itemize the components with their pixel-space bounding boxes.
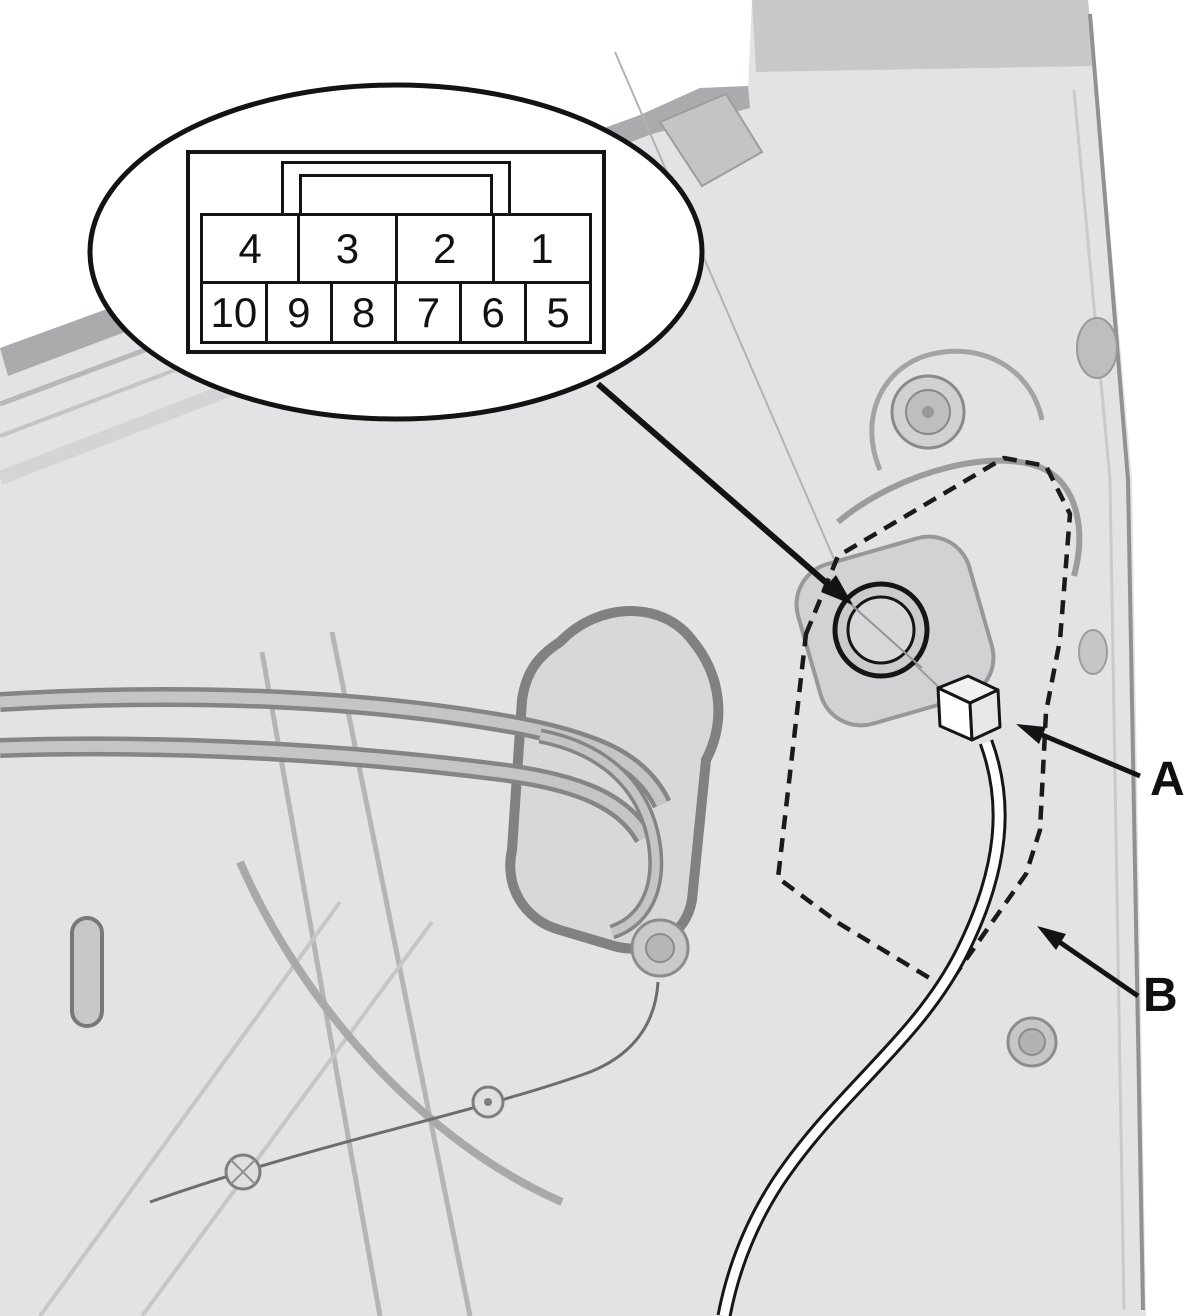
- pin-cell-4: 4: [200, 213, 301, 284]
- connector-wire: [716, 739, 1007, 1316]
- pin-cell-2: 2: [394, 213, 495, 284]
- label-a: A: [1150, 753, 1185, 806]
- pin-cell-9: 9: [264, 281, 333, 344]
- pin-cell-10: 10: [200, 281, 268, 344]
- connector-key-inner: [299, 174, 493, 213]
- door-cables: [0, 686, 672, 1204]
- arrow-b: [1037, 926, 1140, 999]
- label-b: B: [1143, 969, 1178, 1022]
- arrow-a: [1016, 724, 1141, 779]
- pin-cell-1: 1: [491, 213, 592, 284]
- panel-holes: [70, 374, 1058, 1191]
- pin-cell-7: 7: [394, 281, 463, 344]
- pin-cell-3: 3: [297, 213, 398, 284]
- grommet: [832, 581, 930, 679]
- pin-cell-8: 8: [329, 281, 398, 344]
- callout-arrow: [596, 381, 853, 605]
- pin-cell-6: 6: [459, 281, 528, 344]
- pinout-top-row: 4 3 2 1: [200, 213, 592, 284]
- connector-a: [936, 674, 1002, 742]
- pin-cell-5: 5: [524, 281, 592, 344]
- pinout-bottom-row: 10 9 8 7 6 5: [200, 281, 592, 344]
- harness-dashed-boundary: [775, 455, 1073, 991]
- connector-pinout: 4 3 2 1 10 9 8 7 6 5: [200, 213, 592, 344]
